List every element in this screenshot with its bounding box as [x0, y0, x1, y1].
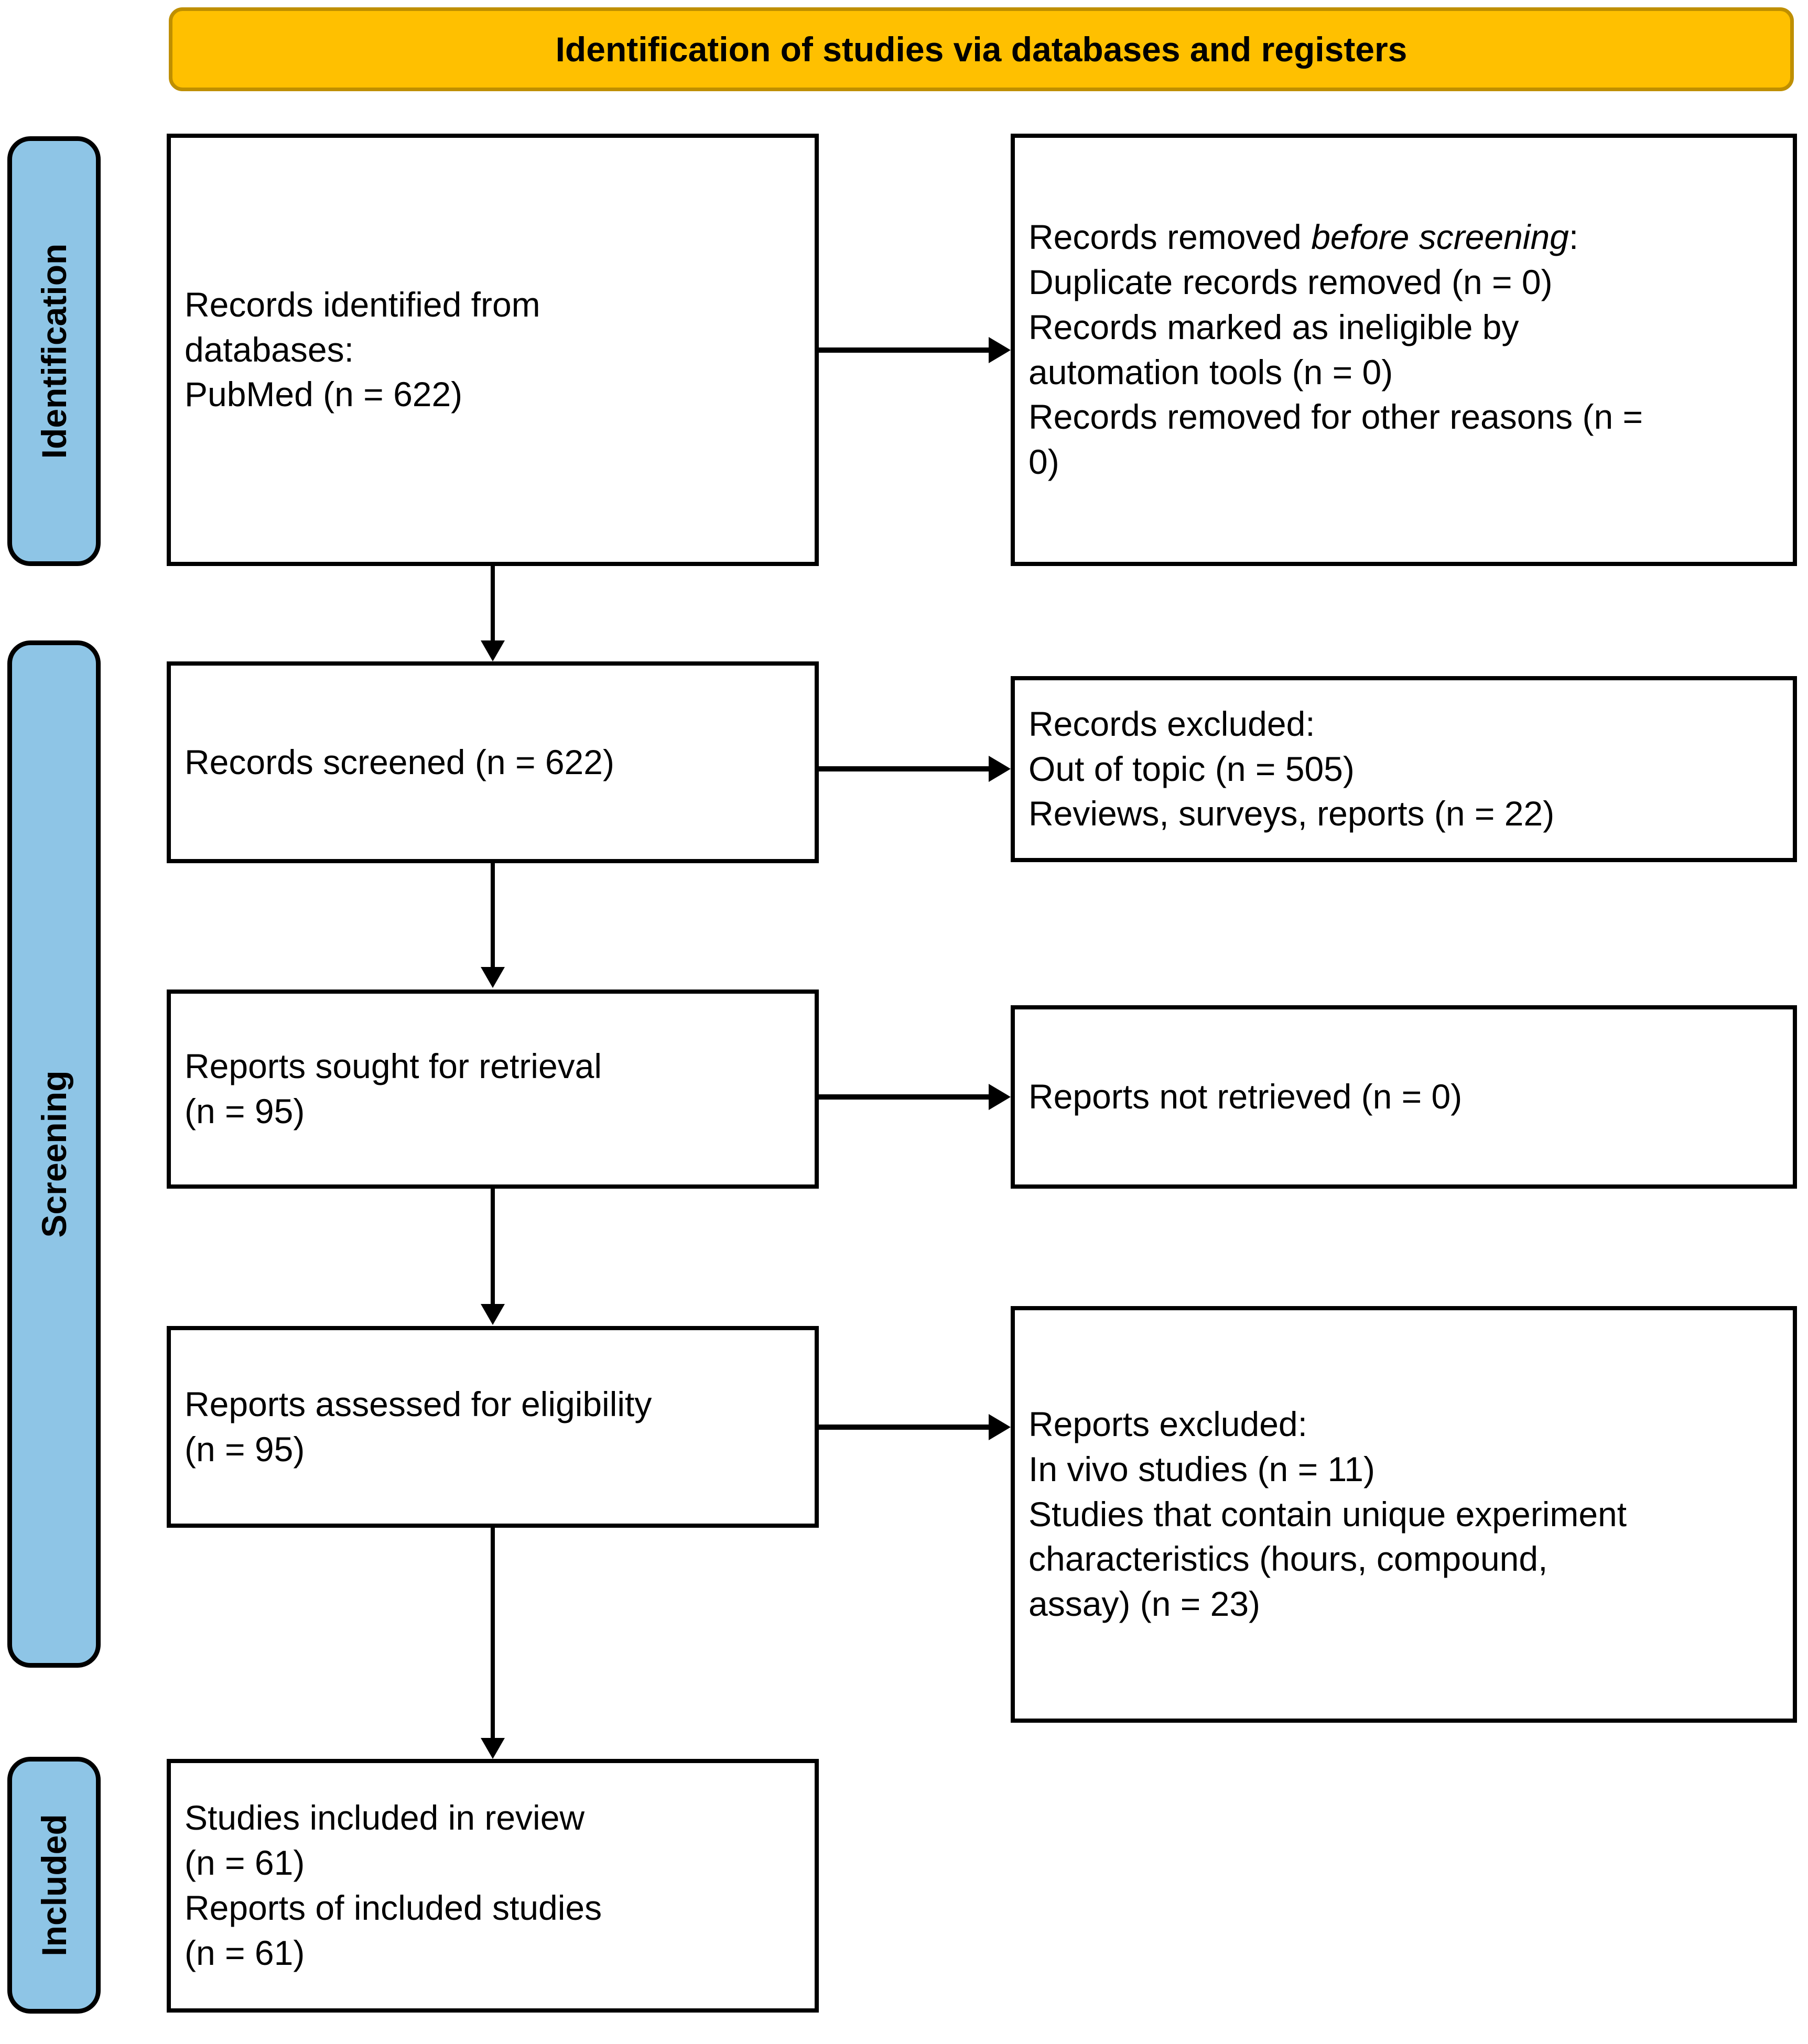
arrow-sought-to-not-retrieved [819, 1084, 1011, 1110]
arrow-screened-to-excluded [819, 756, 1011, 782]
reports-assessed-line-2: (n = 95) [185, 1429, 305, 1469]
records-identified-line-1: Records identified from [185, 285, 540, 324]
records-removed-line-1-post: : [1568, 218, 1579, 257]
box-reports-sought-for-retrieval: Reports sought for retrieval (n = 95) [167, 990, 819, 1189]
box-records-removed-before-screening: Records removed before screening: Duplic… [1011, 134, 1797, 566]
arrowhead-right-icon [989, 1084, 1011, 1110]
box-reports-excluded-text: Reports excluded: In vivo studies (n = 1… [1015, 1402, 1793, 1627]
records-removed-line-1: Records removed before screening: [1028, 215, 1779, 260]
stage-label-screening-text: Screening [35, 1070, 73, 1238]
reports-not-retrieved-line-1: Reports not retrieved (n = 0) [1028, 1077, 1463, 1116]
arrowhead-down-icon [481, 640, 505, 661]
records-excluded-line-3: Reviews, surveys, reports (n = 22) [1028, 794, 1555, 833]
records-removed-line-3: Records marked as ineligible by [1028, 307, 1519, 346]
arrowhead-right-icon [989, 756, 1011, 782]
stage-label-screening: Screening [7, 640, 101, 1668]
arrowhead-right-icon [989, 337, 1011, 363]
box-records-excluded: Records excluded: Out of topic (n = 505)… [1011, 676, 1797, 862]
records-removed-line-1-pre: Records removed [1028, 218, 1312, 257]
stage-label-included-text: Included [35, 1814, 73, 1956]
records-removed-line-4: automation tools (n = 0) [1028, 352, 1393, 392]
box-records-removed-text: Records removed before screening: Duplic… [1015, 215, 1793, 485]
diagram-header-banner: Identification of studies via databases … [169, 7, 1794, 91]
records-removed-line-6: 0) [1028, 442, 1059, 482]
reports-excluded-line-4: characteristics (hours, compound, [1028, 1539, 1548, 1579]
box-records-excluded-text: Records excluded: Out of topic (n = 505)… [1015, 702, 1793, 836]
records-identified-line-2: databases: [185, 330, 354, 369]
box-reports-assessed-text: Reports assessed for eligibility (n = 95… [171, 1382, 815, 1472]
arrowhead-down-icon [481, 1738, 505, 1759]
records-removed-line-2: Duplicate records removed (n = 0) [1028, 262, 1553, 301]
reports-excluded-line-5: assay) (n = 23) [1028, 1584, 1261, 1624]
box-studies-included-in-review: Studies included in review (n = 61) Repo… [167, 1759, 819, 2013]
arrow-screened-to-sought [481, 863, 505, 988]
records-identified-line-3: PubMed (n = 622) [185, 375, 463, 414]
box-reports-not-retrieved: Reports not retrieved (n = 0) [1011, 1005, 1797, 1189]
arrow-sought-to-assessed [481, 1189, 505, 1325]
stage-label-included: Included [7, 1757, 101, 2014]
arrow-identified-to-removed [819, 337, 1011, 363]
arrowhead-down-icon [481, 967, 505, 988]
box-records-identified: Records identified from databases: PubMe… [167, 134, 819, 566]
arrow-identified-to-screened [481, 566, 505, 661]
records-removed-line-1-emphasis: before screening [1311, 218, 1569, 257]
reports-sought-line-1: Reports sought for retrieval [185, 1047, 602, 1086]
studies-included-line-4: (n = 61) [185, 1933, 305, 1972]
diagram-title: Identification of studies via databases … [555, 30, 1408, 69]
box-reports-sought-text: Reports sought for retrieval (n = 95) [171, 1044, 815, 1134]
records-removed-line-5: Records removed for other reasons (n = [1028, 397, 1643, 437]
studies-included-line-1: Studies included in review [185, 1798, 585, 1838]
reports-sought-line-2: (n = 95) [185, 1092, 305, 1130]
studies-included-line-2: (n = 61) [185, 1843, 305, 1883]
box-records-screened-text: Records screened (n = 622) [171, 740, 815, 785]
reports-excluded-line-1: Reports excluded: [1028, 1405, 1307, 1443]
arrow-assessed-to-excluded [819, 1414, 1011, 1440]
stage-label-identification-text: Identification [35, 243, 73, 459]
box-reports-not-retrieved-text: Reports not retrieved (n = 0) [1015, 1074, 1793, 1119]
stage-label-identification: Identification [7, 136, 101, 566]
box-records-identified-text: Records identified from databases: PubMe… [171, 282, 815, 417]
reports-excluded-line-2: In vivo studies (n = 11) [1028, 1449, 1375, 1488]
arrowhead-right-icon [989, 1414, 1011, 1440]
box-studies-included-text: Studies included in review (n = 61) Repo… [171, 1796, 815, 1975]
box-reports-excluded: Reports excluded: In vivo studies (n = 1… [1011, 1306, 1797, 1723]
box-records-screened: Records screened (n = 622) [167, 661, 819, 863]
records-excluded-line-1: Records excluded: [1028, 704, 1315, 743]
records-excluded-line-2: Out of topic (n = 505) [1028, 749, 1355, 788]
box-reports-assessed-for-eligibility: Reports assessed for eligibility (n = 95… [167, 1326, 819, 1528]
arrow-assessed-to-included [481, 1528, 505, 1759]
records-screened-line-1: Records screened (n = 622) [185, 742, 614, 781]
studies-included-line-3: Reports of included studies [185, 1888, 602, 1927]
reports-excluded-line-3: Studies that contain unique experiment [1028, 1494, 1627, 1534]
arrowhead-down-icon [481, 1304, 505, 1325]
reports-assessed-line-1: Reports assessed for eligibility [185, 1384, 652, 1423]
